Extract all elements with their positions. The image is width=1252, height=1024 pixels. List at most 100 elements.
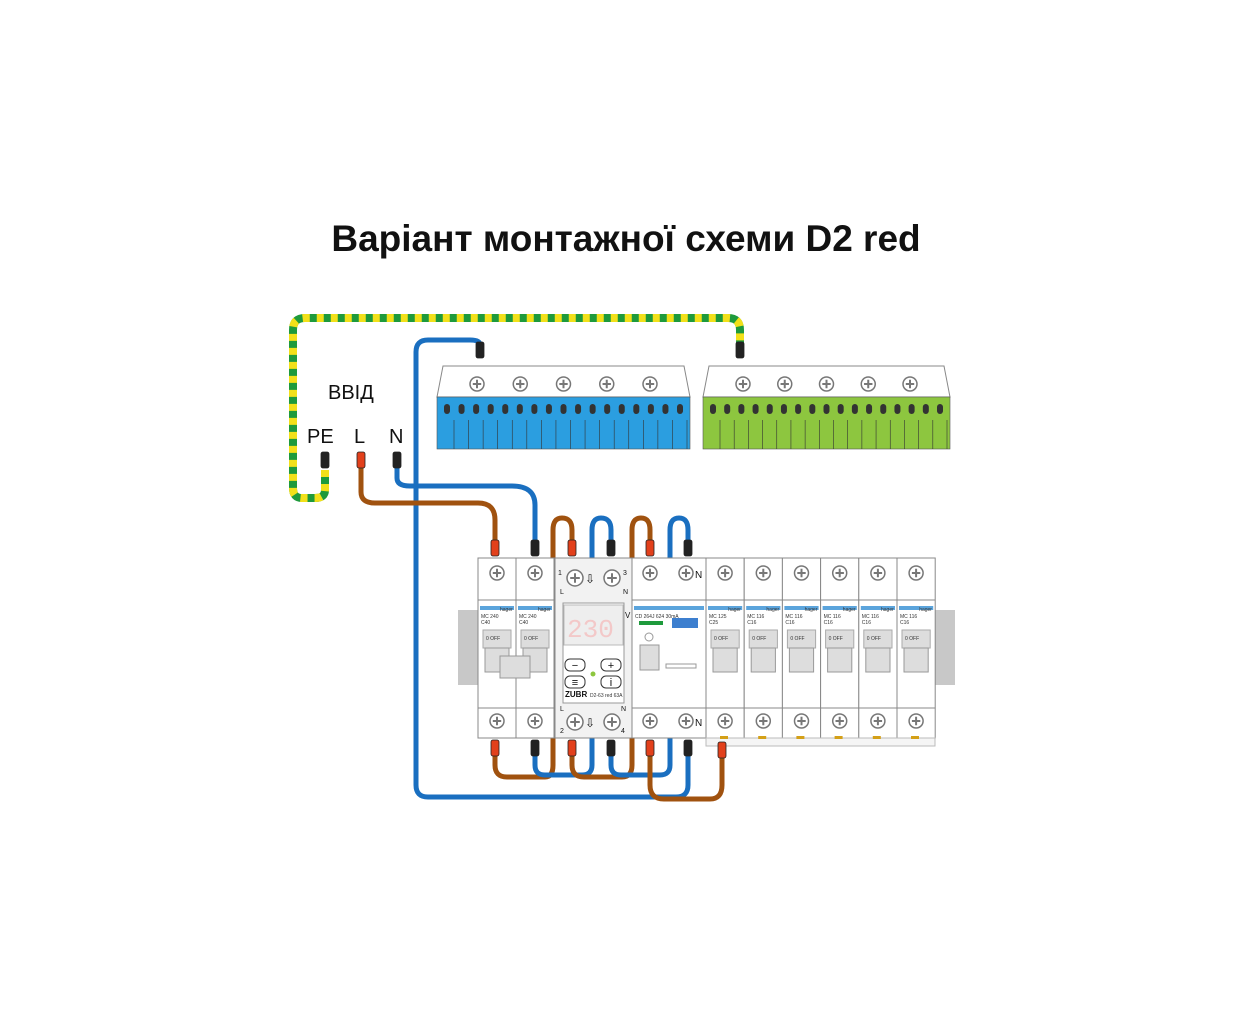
svg-text:≡: ≡ <box>572 677 578 689</box>
breaker-model: MC 125 <box>709 614 727 620</box>
screw-terminal <box>908 565 924 581</box>
switch-label[interactable]: 0 OFF <box>524 636 538 642</box>
toggle-lever[interactable] <box>788 647 815 673</box>
relay-terminal-t2: 2 <box>560 728 564 735</box>
brand-label: hager <box>881 607 894 613</box>
screw-terminal <box>527 565 543 581</box>
wire-ferrule <box>645 539 655 557</box>
switch-label[interactable]: 0 OFF <box>714 636 728 642</box>
relay-terminal-t3: 3 <box>623 570 627 577</box>
wire-ferrule <box>645 739 655 757</box>
l-label: L <box>354 426 365 448</box>
bottom-jumpers <box>492 738 725 802</box>
relay-terminal-t4: 4 <box>621 728 625 735</box>
wire-ferrule <box>530 739 540 757</box>
screw-terminal <box>469 376 485 392</box>
status-led <box>590 671 596 677</box>
screw-terminal <box>603 569 621 587</box>
brand-label: hager <box>500 607 513 613</box>
screw-terminal <box>818 376 835 392</box>
breaker-model: MC 116 <box>785 614 802 620</box>
switch-label[interactable]: 0 OFF <box>905 636 919 642</box>
relay-brand: ZUBR <box>565 690 587 699</box>
screw-terminal <box>860 376 876 392</box>
breaker-rating: C40 <box>519 620 528 626</box>
pe-input-ferrule <box>320 451 330 469</box>
breaker-rating: C16 <box>862 620 871 626</box>
switch-label[interactable]: 0 OFF <box>486 636 500 642</box>
screw-terminal <box>599 376 615 392</box>
breaker-model: MC 116 <box>862 614 879 620</box>
wire-ferrule <box>567 739 577 757</box>
menu-button[interactable]: ≡ <box>564 675 586 689</box>
screw-terminal <box>870 565 886 581</box>
switch-label[interactable]: 0 OFF <box>790 636 804 642</box>
toggle-lever[interactable] <box>827 647 853 673</box>
phase-wire-input <box>358 462 498 540</box>
screw-terminal <box>755 713 772 729</box>
switch-label[interactable]: 0 OFF <box>752 636 766 642</box>
screw-terminal <box>831 565 848 581</box>
diagram-title: Варіант монтажної схеми D2 red <box>331 218 921 259</box>
breaker-rating: C16 <box>824 620 833 626</box>
brand-label: hager <box>728 607 741 613</box>
wire-ferrule <box>530 539 540 557</box>
screw-terminal <box>642 565 658 581</box>
breaker-rating: C40 <box>481 620 490 626</box>
screw-terminal <box>678 565 694 581</box>
wire-ferrule <box>490 739 500 757</box>
breaker-model: MC 116 <box>900 614 917 620</box>
wire-ferrule <box>606 739 616 757</box>
breaker-model: MC 240 <box>519 614 537 620</box>
l-input-ferrule <box>356 451 366 469</box>
screw-terminal <box>527 713 543 729</box>
breaker-rating: C16 <box>785 620 794 626</box>
minus-button[interactable]: − <box>564 658 586 672</box>
toggle-lever[interactable] <box>865 647 891 673</box>
comb-busbar <box>705 737 936 747</box>
n-label: N <box>389 426 403 448</box>
relay-terminal-l: L <box>560 706 564 713</box>
screw-terminal <box>908 713 924 729</box>
screw-terminal <box>555 376 572 392</box>
breaker-rating: C25 <box>709 620 718 626</box>
screw-terminal <box>793 565 810 581</box>
plus-button[interactable]: + <box>600 658 622 672</box>
switch-label[interactable]: 0 OFF <box>867 636 881 642</box>
pe-wire <box>289 314 744 502</box>
screw-terminal <box>642 713 658 729</box>
breaker-rating: C16 <box>900 620 909 626</box>
relay-display: 230 <box>567 615 614 645</box>
switch-label[interactable]: 0 OFF <box>829 636 843 642</box>
info-button[interactable]: i <box>600 675 622 689</box>
brand-label: hager <box>919 607 932 613</box>
screw-terminal <box>717 565 733 581</box>
toggle-lever[interactable] <box>750 647 776 673</box>
screw-terminal <box>735 376 751 392</box>
toggle-lever[interactable] <box>903 647 929 673</box>
relay-terminal-t1: 1 <box>558 570 562 577</box>
relay-model: D2-63 red 63A <box>590 693 623 699</box>
main-breaker-handle-tie[interactable] <box>499 655 531 679</box>
toggle-lever[interactable] <box>712 647 738 673</box>
screw-terminal <box>831 713 848 729</box>
screw-terminal <box>566 713 584 731</box>
svg-text:+: + <box>608 660 614 672</box>
relay-terminal-l: L <box>560 589 564 596</box>
rcd-lever[interactable] <box>639 644 660 671</box>
test-button[interactable] <box>672 618 698 628</box>
wire-ferrule <box>683 739 693 757</box>
screw-terminal <box>870 713 886 729</box>
arrow-down-icon: ⇩ <box>585 572 595 586</box>
wire-ferrule <box>567 539 577 557</box>
display-unit: V <box>625 611 631 620</box>
brand-label: hager <box>766 607 779 613</box>
screw-terminal <box>642 376 658 392</box>
screw-terminal <box>566 569 584 587</box>
wire-ferrule <box>717 741 727 759</box>
screw-terminal <box>777 376 793 392</box>
